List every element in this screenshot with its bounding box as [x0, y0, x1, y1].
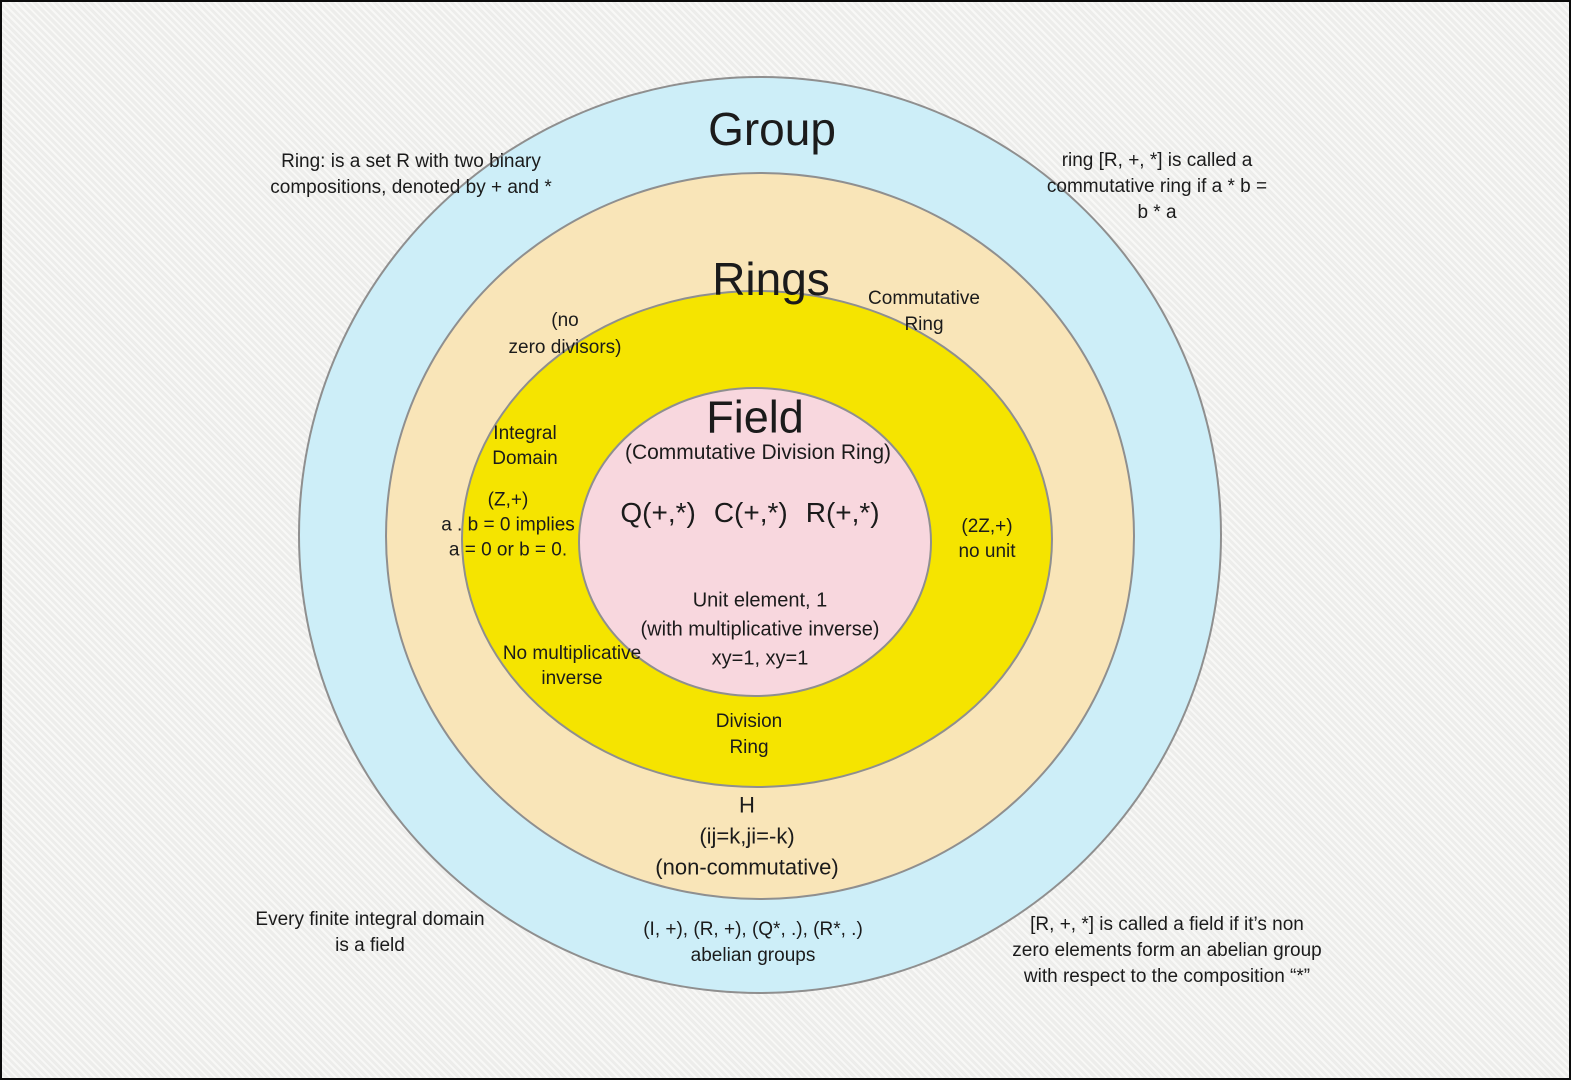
- label-line: Commutative: [868, 288, 980, 309]
- note-line: with respect to the composition “*”: [1023, 966, 1311, 987]
- label-line: (non-commutative): [655, 854, 839, 880]
- label-line: no unit: [958, 541, 1016, 562]
- integers-example-label: (Z,+) a . b = 0 implies a = 0 or b = 0.: [441, 488, 575, 563]
- field-circle: [578, 387, 932, 697]
- finite-integral-domain-note: Every finite integral domain is a field: [255, 907, 484, 959]
- unit-element-line: Unit element, 1: [692, 589, 828, 612]
- label-line: a = 0 or b = 0.: [448, 539, 568, 561]
- field-title: Field: [706, 391, 804, 443]
- integral-domain-label: Integral Domain: [492, 421, 557, 471]
- field-example-c: C(+,*): [713, 497, 788, 528]
- label-line: Ring: [729, 737, 769, 758]
- rings-title: Rings: [712, 252, 830, 305]
- unit-element-line: (with multiplicative inverse): [640, 618, 880, 641]
- label-line: (Z,+): [487, 489, 529, 511]
- unit-element-line: xy=1, xy=1: [711, 647, 809, 670]
- label-line: (ij=k,ji=-k): [699, 823, 795, 849]
- label-line: Ring: [904, 314, 944, 335]
- note-line: abelian groups: [690, 945, 816, 966]
- note-line: Ring: is a set R with two binary: [281, 151, 541, 172]
- no-zero-divisors-label: (no zero divisors): [509, 307, 622, 361]
- note-line: b * a: [1137, 202, 1177, 223]
- label-line: Integral: [493, 423, 557, 444]
- even-integers-example-label: (2Z,+) no unit: [958, 514, 1015, 564]
- field-definition-note: [R, +, *] is called a field if it’s non …: [1012, 912, 1321, 990]
- quaternions-label: H (ij=k,ji=-k) (non-commutative): [655, 790, 838, 883]
- note-line: is a field: [335, 935, 405, 956]
- field-subtitle: (Commutative Division Ring): [624, 441, 892, 464]
- label-line: a . b = 0 implies: [441, 514, 575, 536]
- label-line: (2Z,+): [961, 516, 1013, 537]
- note-line: Every finite integral domain: [255, 909, 485, 930]
- ring-definition-note: Ring: is a set R with two binary composi…: [270, 149, 552, 201]
- abelian-groups-note: (I, +), (R, +), (Q*, .), (R*, .) abelian…: [643, 917, 863, 969]
- no-multiplicative-inverse-label: No multiplicative inverse: [503, 641, 641, 691]
- field-example-q: Q(+,*): [620, 497, 696, 528]
- field-example-r: R(+,*): [805, 497, 880, 528]
- label-line: zero divisors): [508, 337, 622, 358]
- note-line: zero elements form an abelian group: [1012, 940, 1322, 961]
- note-line: [R, +, *] is called a field if it’s non: [1030, 914, 1304, 935]
- label-line: inverse: [541, 668, 603, 689]
- unit-element-note: Unit element, 1 (with multiplicative inv…: [641, 587, 880, 674]
- label-line: No multiplicative: [502, 643, 642, 664]
- commutative-ring-label: Commutative Ring: [868, 286, 980, 338]
- commutative-ring-definition-note: ring [R, +, *] is called a commutative r…: [1047, 148, 1267, 226]
- note-line: compositions, denoted by + and *: [270, 177, 552, 198]
- group-title: Group: [708, 102, 836, 155]
- label-line: H: [739, 792, 755, 818]
- note-line: ring [R, +, *] is called a: [1061, 150, 1253, 171]
- label-line: Domain: [492, 448, 558, 469]
- note-line: commutative ring if a * b =: [1046, 176, 1268, 197]
- label-line: Division: [715, 711, 783, 732]
- label-line: (no: [551, 310, 579, 331]
- division-ring-label: Division Ring: [716, 709, 783, 761]
- note-line: (I, +), (R, +), (Q*, .), (R*, .): [643, 919, 863, 940]
- field-examples: Q(+,*) C(+,*) R(+,*): [620, 497, 879, 529]
